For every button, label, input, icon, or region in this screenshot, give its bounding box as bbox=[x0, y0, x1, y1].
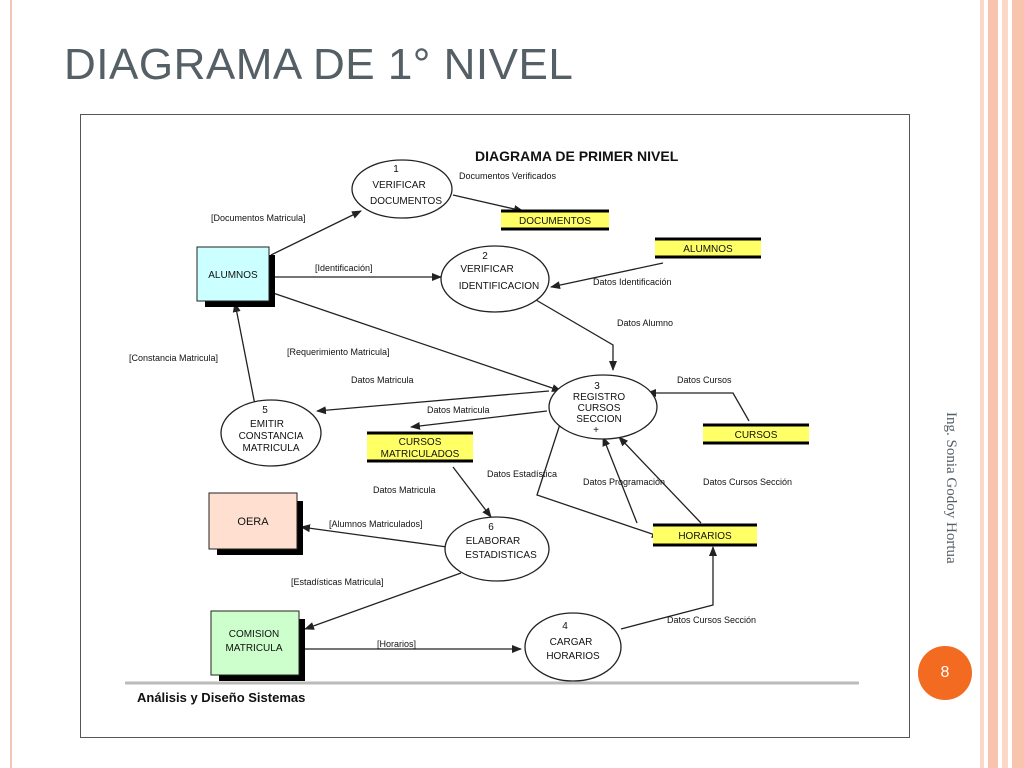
left-border-line bbox=[10, 0, 12, 768]
flow-labels: Documentos Verificados [Documentos Matri… bbox=[129, 171, 792, 649]
process-3-line-4: + bbox=[593, 425, 599, 436]
right-decorative-stripes bbox=[980, 0, 1024, 768]
label-requerimiento-matricula: [Requerimiento Matricula] bbox=[287, 347, 390, 357]
slide-title: DIAGRAMA DE 1° NIVEL bbox=[64, 40, 574, 89]
flow-documentos-verificados-line bbox=[452, 194, 524, 213]
process-2-verificar-identificacion: 2 VERIFICAR IDENTIFICACION bbox=[440, 245, 550, 313]
page-number-badge: 8 bbox=[918, 646, 972, 700]
datastore-cursos-matriculados-line-2: MATRICULADOS bbox=[381, 449, 460, 460]
process-3-number: 3 bbox=[594, 381, 600, 392]
label-documentos-verificados: Documentos Verificados bbox=[459, 171, 557, 181]
flow-datos-cursos-seccion-1-line bbox=[618, 436, 702, 524]
label-datos-estadistica: Datos Estadística bbox=[487, 469, 557, 479]
flow-datos-estadistica-line bbox=[536, 420, 662, 538]
label-datos-matricula-store: Datos Matricula bbox=[427, 405, 490, 415]
flow-alumnos-matriculados-line bbox=[300, 524, 448, 548]
label-datos-identificacion: Datos Identificación bbox=[593, 277, 672, 287]
process-6-line-1: ELABORAR bbox=[466, 536, 520, 547]
process-1-number: 1 bbox=[393, 164, 399, 175]
label-datos-cursos-seccion-1: Datos Cursos Sección bbox=[703, 477, 792, 487]
flow-datos-identificacion-line bbox=[550, 262, 664, 290]
flow-datos-matricula-p5-line bbox=[316, 390, 550, 415]
process-5-line-2: CONSTANCIA bbox=[239, 431, 304, 442]
flow-estadisticas-matricula-line bbox=[304, 572, 462, 630]
label-datos-cursos: Datos Cursos bbox=[677, 375, 732, 385]
label-datos-alumno: Datos Alumno bbox=[617, 318, 673, 328]
process-6-number: 6 bbox=[488, 522, 494, 533]
process-2-number: 2 bbox=[482, 251, 488, 262]
diagram-footer: Análisis y Diseño Sistemas bbox=[137, 690, 305, 705]
process-3-line-2: CURSOS bbox=[578, 403, 621, 414]
datastore-cursos-matriculados: CURSOS MATRICULADOS bbox=[367, 431, 473, 463]
author-credit: Ing. Sonia Godoy Hortua bbox=[943, 412, 959, 564]
datastore-horarios-label: HORARIOS bbox=[678, 531, 732, 542]
label-datos-programacion: Datos Programación bbox=[583, 477, 665, 487]
process-3-line-1: REGISTRO bbox=[573, 392, 625, 403]
label-datos-matricula-p5: Datos Matricula bbox=[351, 375, 414, 385]
entity-alumnos: ALUMNOS bbox=[196, 246, 271, 303]
entity-oera: OERA bbox=[208, 492, 299, 551]
label-datos-cursos-seccion-2: Datos Cursos Sección bbox=[667, 615, 756, 625]
flow-datos-programacion-line bbox=[602, 436, 638, 524]
data-flow-diagram: DIAGRAMA DE PRIMER NIVEL ALUMNOS OERA C bbox=[80, 114, 910, 738]
process-5-emitir-constancia: 5 EMITIR CONSTANCIA MATRICULA bbox=[220, 399, 322, 467]
process-1-line-2: DOCUMENTOS bbox=[370, 196, 442, 207]
flow-documentos-matricula-line bbox=[270, 210, 362, 256]
process-2-line-2: IDENTIFICACION bbox=[459, 281, 540, 292]
process-1-line-1: VERIFICAR bbox=[372, 180, 425, 191]
process-3-line-3: SECCION bbox=[576, 414, 622, 425]
process-5-line-3: MATRICULA bbox=[242, 443, 299, 454]
entity-comision-line-1: COMISION bbox=[229, 629, 280, 640]
process-6-line-2: ESTADISTICAS bbox=[465, 550, 537, 561]
process-2-line-1: VERIFICAR bbox=[460, 264, 513, 275]
process-5-line-1: EMITIR bbox=[250, 419, 284, 430]
entity-oera-label: OERA bbox=[237, 516, 269, 528]
process-4-line-1: CARGAR bbox=[550, 637, 593, 648]
datastore-alumnos-label: ALUMNOS bbox=[683, 244, 733, 255]
process-6-elaborar-estadisticas: 6 ELABORAR ESTADISTICAS bbox=[444, 516, 550, 582]
label-alumnos-matriculados: [Alumnos Matriculados] bbox=[329, 519, 423, 529]
flow-datos-cursos-line bbox=[646, 389, 750, 422]
diagram-canvas: DIAGRAMA DE PRIMER NIVEL ALUMNOS OERA C bbox=[125, 148, 859, 705]
flow-datos-alumno-line bbox=[535, 299, 617, 371]
entity-comision-line-2: MATRICULA bbox=[225, 643, 282, 654]
flow-requerimiento-matricula-line bbox=[272, 292, 562, 392]
process-3-registro-cursos-seccion: 3 REGISTRO CURSOS SECCION + bbox=[548, 374, 658, 440]
datastore-cursos-label: CURSOS bbox=[735, 430, 778, 441]
label-estadisticas-matricula: [Estadísticas Matricula] bbox=[291, 577, 384, 587]
process-1-verificar-documentos: 1 VERIFICAR DOCUMENTOS bbox=[351, 159, 453, 219]
label-identificacion: [Identificación] bbox=[315, 263, 373, 273]
process-4-cargar-horarios: 4 CARGAR HORARIOS bbox=[524, 612, 622, 682]
label-datos-matricula-p6: Datos Matricula bbox=[373, 485, 436, 495]
datastore-cursos-matriculados-line-1: CURSOS bbox=[399, 437, 442, 448]
flow-datos-matricula-store-line bbox=[410, 410, 548, 430]
flow-constancia-matricula-line bbox=[232, 302, 256, 406]
flow-lines bbox=[232, 194, 750, 653]
label-constancia-matricula: [Constancia Matricula] bbox=[129, 353, 218, 363]
datastore-documentos-label: DOCUMENTOS bbox=[519, 216, 591, 227]
entity-alumnos-label: ALUMNOS bbox=[208, 270, 258, 281]
datastore-documentos: DOCUMENTOS bbox=[501, 209, 609, 231]
label-documentos-matricula: [Documentos Matricula] bbox=[211, 213, 306, 223]
process-4-line-2: HORARIOS bbox=[546, 651, 600, 662]
entity-comision-matricula: COMISION MATRICULA bbox=[210, 610, 301, 677]
datastore-alumnos: ALUMNOS bbox=[655, 237, 761, 259]
datastore-cursos: CURSOS bbox=[703, 423, 809, 445]
process-5-number: 5 bbox=[262, 405, 268, 416]
flow-datos-matricula-p6-line bbox=[452, 466, 492, 518]
diagram-heading: DIAGRAMA DE PRIMER NIVEL bbox=[475, 148, 679, 164]
flow-datos-cursos-seccion-2-line bbox=[620, 546, 717, 630]
label-horarios: [Horarios] bbox=[377, 639, 416, 649]
process-4-number: 4 bbox=[562, 621, 568, 632]
datastore-horarios: HORARIOS bbox=[653, 523, 757, 547]
